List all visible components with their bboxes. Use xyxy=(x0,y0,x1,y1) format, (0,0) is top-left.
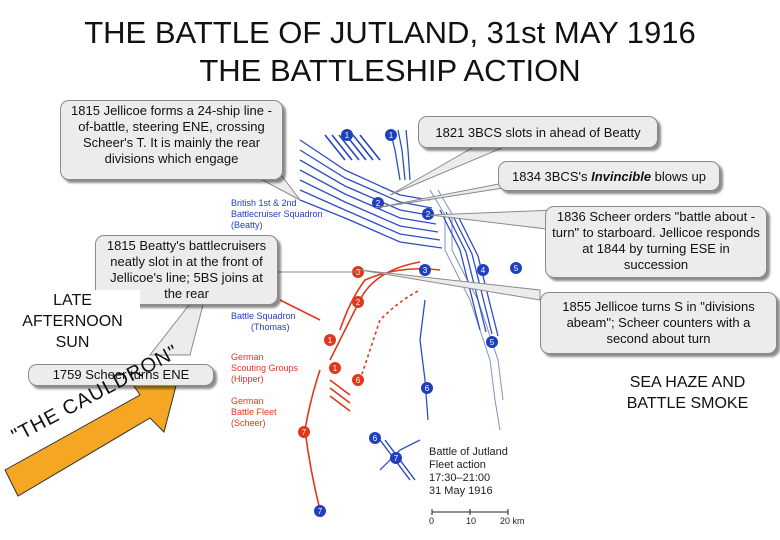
svg-text:1: 1 xyxy=(345,131,350,140)
british-bcs-label-3: (Beatty) xyxy=(231,220,263,230)
callout-1855-jellicoe: 1855 Jellicoe turns S in "divisions abea… xyxy=(540,292,777,354)
svg-text:5: 5 xyxy=(514,264,519,273)
legend-title: Battle of Jutland xyxy=(429,446,508,458)
legend-line-4: 31 May 1916 xyxy=(429,485,493,497)
svg-text:4: 4 xyxy=(481,266,486,275)
callout-1834-pre: 1834 3BCS's xyxy=(512,169,592,184)
callout-1834-invincible: 1834 3BCS's Invincible blows up xyxy=(498,161,720,191)
svg-text:6: 6 xyxy=(425,384,430,393)
german-scouting-label-2: Scouting Groups xyxy=(231,363,299,373)
scale-10: 10 xyxy=(466,516,476,526)
scale-0: 0 xyxy=(429,516,434,526)
callout-1815-jellicoe: 1815 Jellicoe forms a 24-ship line -of-b… xyxy=(60,100,283,180)
british-bcs-label-1: British 1st & 2nd xyxy=(231,198,297,208)
svg-text:2: 2 xyxy=(356,298,361,307)
legend-line-2: Fleet action xyxy=(429,459,486,471)
late-afternoon-sun-label: LATE AFTERNOON SUN xyxy=(5,290,140,353)
german-fleet-label-2: Battle Fleet xyxy=(231,407,277,417)
page-title: THE BATTLE OF JUTLAND, 31st MAY 1916 xyxy=(84,15,696,50)
scale-20: 20 km xyxy=(500,516,525,526)
german-fleet-label-3: (Scheer) xyxy=(231,418,266,428)
battle-squadron-label-2: (Thomas) xyxy=(251,322,290,332)
svg-text:3: 3 xyxy=(423,266,428,275)
german-scouting-label-3: (Hipper) xyxy=(231,374,264,384)
svg-text:6: 6 xyxy=(356,376,361,385)
german-fleet-label-1: German xyxy=(231,396,264,406)
callout-1821-3bcs: 1821 3BCS slots in ahead of Beatty xyxy=(418,116,658,148)
sea-haze-label: SEA HAZE AND BATTLE SMOKE xyxy=(626,374,749,412)
british-direction-arrows xyxy=(324,134,381,161)
british-bcs-label-2: Battlecruiser Squadron xyxy=(231,209,323,219)
callout-1836-scheer: 1836 Scheer orders "battle about -turn" … xyxy=(545,206,767,278)
legend-line-3: 17:30–21:00 xyxy=(429,472,490,484)
svg-text:7: 7 xyxy=(302,428,307,437)
svg-text:2: 2 xyxy=(426,210,431,219)
callout-1759-scheer: 1759 Scheer turns ENE xyxy=(28,364,214,386)
german-red-arrows xyxy=(329,379,351,412)
map-labels: British 1st & 2nd Battlecruiser Squadron… xyxy=(231,198,525,526)
svg-text:1: 1 xyxy=(328,336,333,345)
svg-text:7: 7 xyxy=(394,454,399,463)
german-scouting-label-1: German xyxy=(231,352,264,362)
svg-text:7: 7 xyxy=(318,507,323,516)
page-subtitle: THE BATTLESHIP ACTION xyxy=(199,53,581,88)
callout-1815-beatty: 1815 Beatty's battlecruisers neatly slot… xyxy=(95,235,278,305)
svg-text:2: 2 xyxy=(376,199,381,208)
invincible-ship-name: Invincible xyxy=(591,169,652,184)
svg-text:6: 6 xyxy=(373,434,378,443)
svg-text:1: 1 xyxy=(333,364,338,373)
position-markers: 1 1 2 2 3 4 5 5 6 6 7 7 3 2 1 1 6 7 xyxy=(298,129,522,517)
callout-1834-post: blows up xyxy=(651,169,706,184)
british-fleet-tracks xyxy=(299,129,499,471)
battle-squadron-label-1: Battle Squadron xyxy=(231,311,296,321)
svg-text:1: 1 xyxy=(389,131,394,140)
svg-text:5: 5 xyxy=(490,338,495,347)
cauldron-arrow xyxy=(4,370,179,497)
